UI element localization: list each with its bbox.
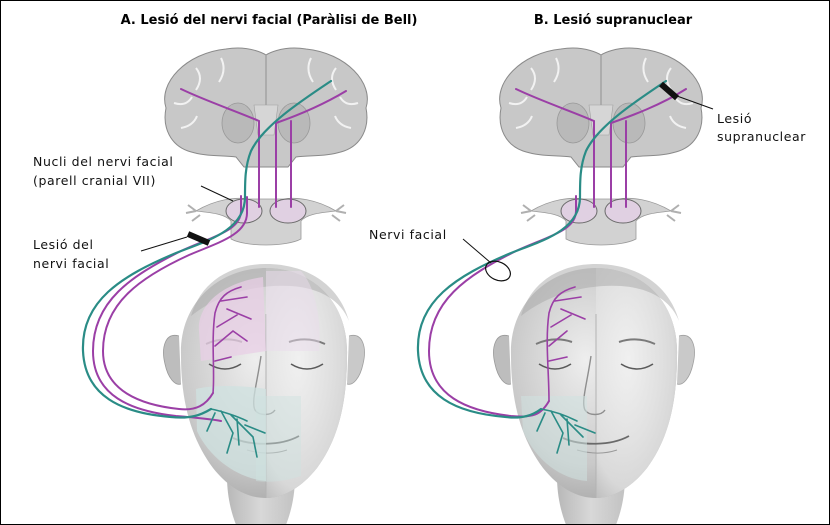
panel-a-title: A. Lesió del nervi facial (Paràlisi de B… [121, 13, 418, 28]
nucleus-label-line1: Nucli del nervi facial [33, 154, 173, 169]
supranuclear-label-line1: Lesió [717, 111, 752, 126]
panel-b: B. Lesió supranuclear [369, 13, 806, 524]
nucleus-label-line2: (parell cranial VII) [33, 173, 156, 188]
panel-b-title: B. Lesió supranuclear [534, 13, 693, 28]
panel-a: A. Lesió del nervi facial (Paràlisi de B… [33, 13, 417, 524]
lesion-label-line2: nervi facial [33, 256, 109, 271]
panel-a-head [164, 264, 365, 524]
panel-b-head [494, 264, 695, 524]
panel-a-brain [165, 48, 368, 167]
panel-b-brain [500, 48, 703, 167]
nucleus-pointer-line [201, 186, 233, 201]
supranuclear-label-line2: supranuclear [717, 129, 806, 144]
lower-face-paralysis-area-b [521, 396, 587, 481]
lesion-label-line1: Lesió del [33, 237, 94, 252]
nerve-label: Nervi facial [369, 227, 447, 242]
